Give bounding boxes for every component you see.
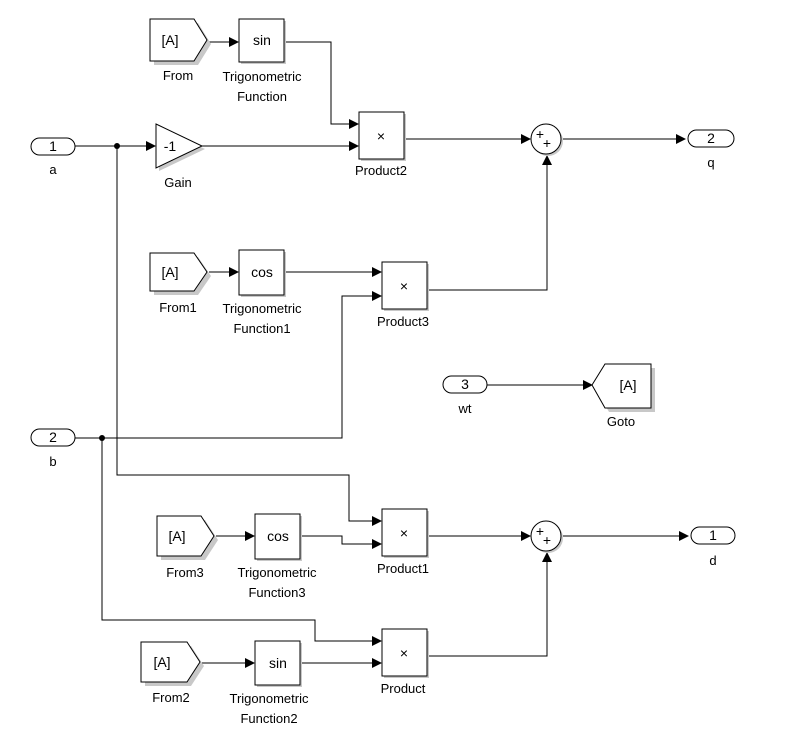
wire-product3-to-sum[interactable]: [427, 155, 552, 291]
from-label: From: [163, 68, 193, 83]
trig-function1-block[interactable]: cos Trigonometric Function1: [223, 249, 302, 336]
inport-wt-label: wt: [458, 401, 472, 416]
inport-a[interactable]: 1 a: [30, 137, 76, 177]
from3-label: From3: [166, 565, 204, 580]
trig-function2-label-line2: Function2: [240, 711, 297, 726]
wire-sin-to-product2[interactable]: [284, 41, 359, 129]
branch-point-b: [99, 435, 105, 441]
outport-d-number: 1: [709, 527, 717, 543]
trig-function3-fn: cos: [267, 528, 289, 544]
trig-function1-label-line2: Function1: [233, 321, 290, 336]
trig-function2-label-line1: Trigonometric: [230, 691, 309, 706]
product2-label: Product2: [355, 163, 407, 178]
trig-function2-block[interactable]: sin Trigonometric Function2: [230, 640, 309, 726]
trig-function3-label-line1: Trigonometric: [238, 565, 317, 580]
trig-function-block[interactable]: sin Trigonometric Function: [223, 18, 302, 104]
from1-block[interactable]: [A] From1: [149, 252, 211, 315]
trig-function1-label-line1: Trigonometric: [223, 301, 302, 316]
wire-a-branch-to-product1[interactable]: [116, 146, 382, 526]
from2-tag: [A]: [153, 654, 170, 670]
trig-function1-fn: cos: [251, 264, 273, 280]
inport-a-label: a: [49, 162, 57, 177]
trig-function3-block[interactable]: cos Trigonometric Function3: [238, 513, 317, 600]
product2-block[interactable]: × Product2: [355, 111, 407, 178]
outport-q[interactable]: 2 q: [687, 129, 735, 170]
inport-wt-number: 3: [461, 376, 469, 392]
trig-function3-label-line2: Function3: [248, 585, 305, 600]
outport-q-label: q: [707, 155, 714, 170]
product2-symbol: ×: [377, 128, 385, 144]
product-symbol: ×: [400, 645, 408, 661]
inport-a-number: 1: [49, 138, 57, 154]
wire-b-to-product3[interactable]: [75, 291, 382, 439]
from2-block[interactable]: [A] From2: [140, 641, 204, 705]
product3-symbol: ×: [400, 278, 408, 294]
trig-function-label-line1: Trigonometric: [223, 69, 302, 84]
sum-sign-1: +: [536, 126, 544, 142]
branch-point-a: [114, 143, 120, 149]
wire-b-branch-to-product[interactable]: [101, 438, 382, 646]
trig-function-label-line2: Function: [237, 89, 287, 104]
goto-tag: [A]: [619, 377, 636, 393]
trig-function-fn: sin: [253, 32, 271, 48]
from-block[interactable]: [A] From: [149, 18, 211, 83]
sum1-sign-1: +: [536, 523, 544, 539]
from2-label: From2: [152, 690, 190, 705]
product3-block[interactable]: × Product3: [377, 261, 429, 329]
outport-d[interactable]: 1 d: [690, 526, 736, 568]
inport-wt[interactable]: 3 wt: [442, 375, 488, 416]
gain-block[interactable]: -1 Gain: [155, 123, 205, 190]
from-tag: [A]: [161, 32, 178, 48]
wire-product-to-sum2[interactable]: [427, 552, 552, 657]
from1-tag: [A]: [161, 264, 178, 280]
gain-value: -1: [164, 138, 177, 154]
goto-block[interactable]: [A] Goto: [591, 363, 655, 429]
product1-label: Product1: [377, 561, 429, 576]
inport-b-label: b: [49, 454, 56, 469]
product-block[interactable]: × Product: [381, 628, 429, 696]
sum1-block[interactable]: + +: [530, 520, 563, 553]
from3-tag: [A]: [168, 528, 185, 544]
outport-d-label: d: [709, 553, 716, 568]
sum1-sign-2: +: [543, 532, 551, 548]
sum-block[interactable]: + +: [530, 123, 563, 156]
outport-q-number: 2: [707, 130, 715, 146]
gain-label: Gain: [164, 175, 191, 190]
product1-block[interactable]: × Product1: [377, 508, 429, 576]
signal-lines: [75, 37, 689, 668]
from3-block[interactable]: [A] From3: [156, 515, 218, 580]
sum-sign-2: +: [543, 135, 551, 151]
wire-cos3-to-product1[interactable]: [300, 535, 382, 549]
product1-symbol: ×: [400, 525, 408, 541]
inport-b-number: 2: [49, 429, 57, 445]
inport-b[interactable]: 2 b: [30, 428, 76, 469]
from1-label: From1: [159, 300, 197, 315]
goto-label: Goto: [607, 414, 635, 429]
trig-function2-fn: sin: [269, 655, 287, 671]
product-label: Product: [381, 681, 426, 696]
product3-label: Product3: [377, 314, 429, 329]
